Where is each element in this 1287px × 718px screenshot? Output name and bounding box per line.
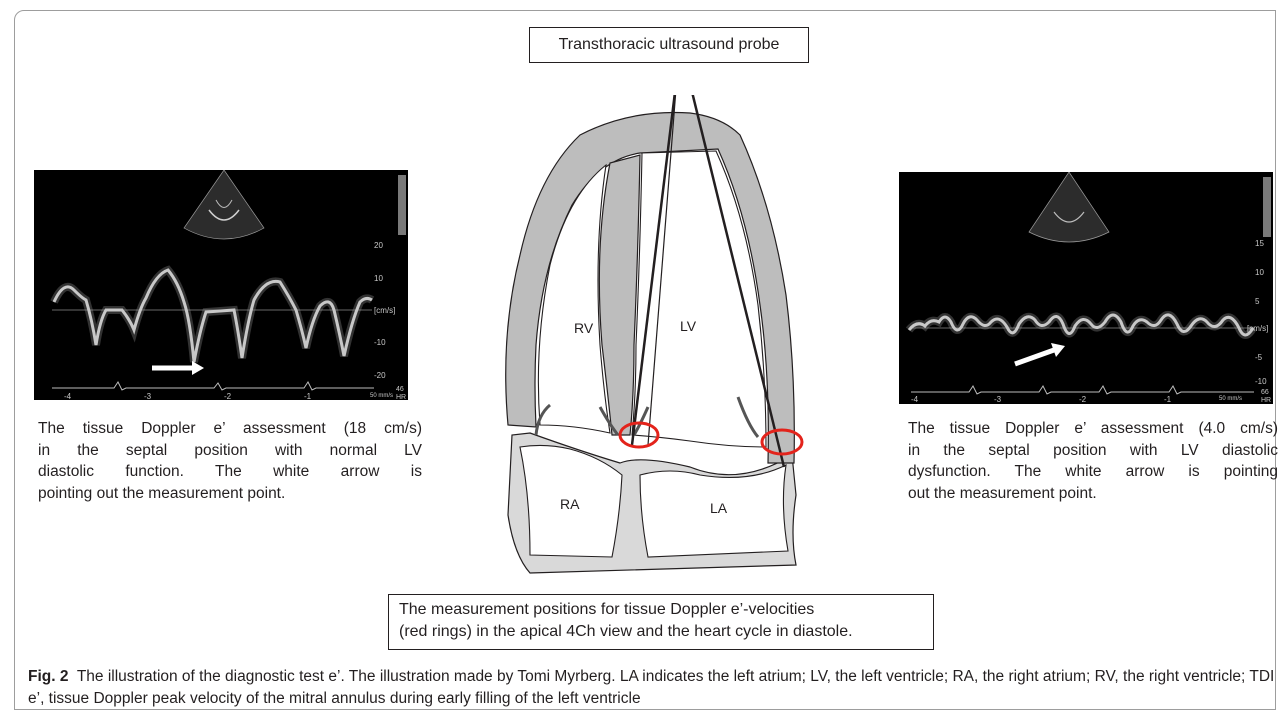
gray-scale-bar	[398, 175, 406, 235]
figure-label: Fig. 2	[28, 668, 68, 685]
y-tick: -10	[374, 338, 386, 347]
x-tick: -1	[1164, 395, 1172, 404]
description-line: The tissue Doppler e’ assessment (18 cm/…	[38, 418, 422, 440]
y-tick: [cm/s]	[374, 306, 395, 315]
sector-fan	[184, 170, 264, 239]
description-line: pointing out the measurement point.	[38, 483, 422, 505]
y-tick: 5	[1255, 297, 1260, 306]
probe-label: Transthoracic ultrasound probe	[559, 36, 780, 54]
x-tick: -3	[144, 392, 152, 400]
y-tick: 10	[1255, 268, 1264, 277]
description-line: out the measurement point.	[908, 483, 1278, 505]
measurement-box-line: The measurement positions for tissue Dop…	[399, 599, 923, 621]
septum	[599, 155, 640, 435]
description-line: in the septal position with normal LV	[38, 440, 422, 462]
x-tick: -3	[994, 395, 1002, 404]
y-tick: -10	[1255, 377, 1267, 386]
x-tick: -1	[304, 392, 312, 400]
doppler-trace-normal: 20 10 [cm/s] -10 -20 -4 -3 -2 -1 50 mm/s…	[34, 170, 408, 400]
probe-label-box: Transthoracic ultrasound probe	[529, 27, 809, 63]
sector-fan	[1029, 172, 1109, 242]
y-tick: -20	[374, 371, 386, 380]
ecg-trace	[911, 386, 1254, 394]
y-tick: 15	[1255, 239, 1264, 248]
measurement-positions-box: The measurement positions for tissue Dop…	[388, 594, 934, 650]
gray-scale-bar	[1263, 177, 1271, 237]
lv-label: LV	[680, 318, 697, 334]
measurement-box-line: (red rings) in the apical 4Ch view and t…	[399, 621, 923, 643]
doppler-image-normal: 20 10 [cm/s] -10 -20 -4 -3 -2 -1 50 mm/s…	[34, 170, 408, 400]
x-tick: -4	[64, 392, 72, 400]
y-tick: 20	[374, 241, 383, 250]
measurement-arrow	[1015, 350, 1054, 364]
ra-label: RA	[560, 496, 580, 512]
hr-label: HR	[396, 394, 406, 400]
caption-text: The illustration of the diagnostic test …	[28, 668, 1274, 707]
x-tick: -4	[911, 395, 919, 404]
y-tick: 10	[374, 274, 383, 283]
description-line: dysfunction. The white arrow is pointing	[908, 461, 1278, 483]
hr-value: 46	[396, 386, 404, 393]
hr-label: HR	[1261, 397, 1271, 404]
figure-caption: Fig. 2 The illustration of the diagnosti…	[28, 666, 1278, 710]
heart-4ch-diagram: RV LV RA LA	[490, 95, 830, 585]
speed-label: 50 mm/s	[1219, 396, 1242, 402]
x-tick: -2	[1079, 395, 1087, 404]
speed-label: 50 mm/s	[370, 393, 393, 399]
description-line: in the septal position with LV diastolic	[908, 440, 1278, 462]
normal-function-description: The tissue Doppler e’ assessment (18 cm/…	[38, 418, 422, 504]
doppler-image-dysfunction: 15 10 5 [cm/s] -5 -10 -4 -3 -2 -1 50 mm/…	[899, 172, 1273, 404]
y-tick: -5	[1255, 353, 1263, 362]
description-line: The tissue Doppler e’ assessment (4.0 cm…	[908, 418, 1278, 440]
description-line: diastolic function. The white arrow is	[38, 461, 422, 483]
hr-value: 66	[1261, 389, 1269, 396]
rv-label: RV	[574, 320, 594, 336]
dysfunction-description: The tissue Doppler e’ assessment (4.0 cm…	[908, 418, 1278, 504]
y-tick: [cm/s]	[1247, 324, 1268, 333]
ecg-trace	[52, 382, 374, 390]
doppler-trace-dysfunction: 15 10 5 [cm/s] -5 -10 -4 -3 -2 -1 50 mm/…	[899, 172, 1273, 404]
x-tick: -2	[224, 392, 232, 400]
la-label: LA	[710, 500, 728, 516]
